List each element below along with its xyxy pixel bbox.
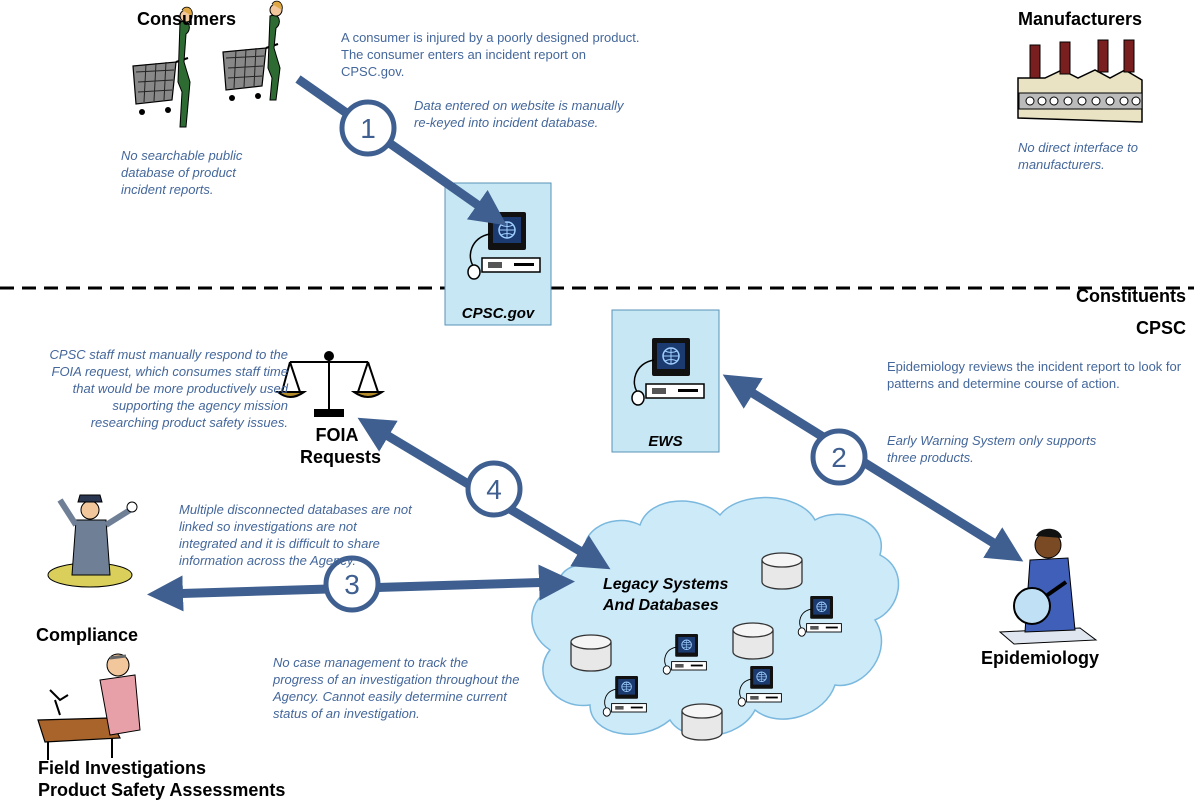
note-disconnected: Multiple disconnected databases are not … xyxy=(179,502,412,568)
ews-box xyxy=(611,309,720,453)
consumers-label: Consumers xyxy=(137,9,237,29)
note-no-mfr-interface: No direct interface to manufacturers. xyxy=(1018,140,1138,172)
factory-icon xyxy=(1017,39,1143,123)
note-ews-limited: Early Warning System only supports three… xyxy=(887,433,1097,465)
cpsc-gov-label: CPSC.gov xyxy=(461,305,535,322)
database-icon xyxy=(732,622,774,660)
cpsc-gov-box xyxy=(444,182,552,326)
database-icon xyxy=(761,552,803,590)
step-2-label: 2 xyxy=(831,442,847,473)
epidemiology-label: Epidemiology xyxy=(981,648,1100,668)
consumers-icon xyxy=(132,0,283,128)
note-rekeyed: Data entered on website is manually re-k… xyxy=(414,98,624,130)
database-icon xyxy=(570,634,612,672)
constituents-label: Constituents xyxy=(1076,286,1186,306)
scales-of-justice-icon xyxy=(275,351,386,417)
step-4-label: 4 xyxy=(486,474,502,505)
ews-label: EWS xyxy=(648,433,683,450)
database-icon xyxy=(681,703,723,741)
step-2-circle xyxy=(810,428,868,486)
note-epi-review: Epidemiology reviews the incident report… xyxy=(887,359,1182,391)
legacy-cloud xyxy=(531,496,900,737)
step-3-label: 3 xyxy=(344,569,360,600)
note-foia-manual: CPSC staff must manually respond to the … xyxy=(49,347,288,430)
foia-label: FOIA Requests xyxy=(300,425,382,467)
field-investigations-label: Field Investigations Product Safety Asse… xyxy=(38,758,286,800)
police-officer-icon xyxy=(47,494,138,588)
note-no-public-db: No searchable public database of product… xyxy=(121,148,243,197)
compliance-label: Compliance xyxy=(36,625,139,645)
step-1-label: 1 xyxy=(360,113,376,144)
legacy-systems-label: Legacy Systems And Databases xyxy=(603,576,729,614)
note-no-case-mgmt: No case management to track the progress… xyxy=(273,655,520,721)
arrow-step-2 xyxy=(722,374,1024,562)
investigator-at-desk-icon xyxy=(37,653,141,760)
arrow-step-1 xyxy=(295,75,507,226)
step-3-circle xyxy=(323,555,381,613)
epidemiologist-icon xyxy=(998,528,1098,645)
step-4-circle xyxy=(465,460,523,518)
step-1-circle xyxy=(339,99,397,157)
cpsc-label: CPSC xyxy=(1135,318,1186,338)
manufacturers-label: Manufacturers xyxy=(1018,9,1143,29)
note-consumer-injury: A consumer is injured by a poorly design… xyxy=(341,30,640,79)
